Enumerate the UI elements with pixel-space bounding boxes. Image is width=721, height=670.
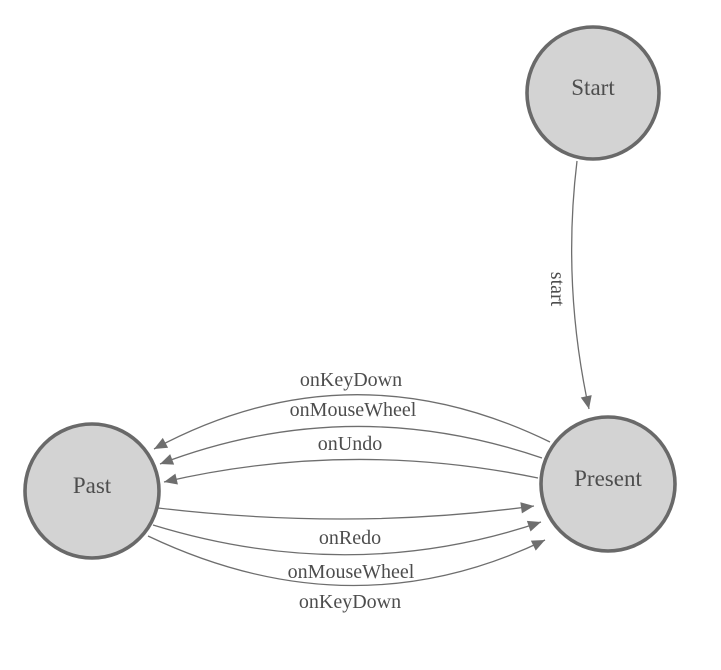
edge-start-to-present — [571, 160, 592, 410]
edge-label-onkeydown-top: onKeyDown — [300, 369, 402, 391]
edge-label-onredo: onRedo — [319, 527, 381, 549]
edge-past-to-present-onredo — [157, 502, 535, 520]
edge-label-group: start onKeyDown onMouseWheel onUndo onRe… — [288, 272, 568, 613]
node-start — [525, 25, 661, 161]
edge-group — [147, 160, 592, 587]
node-group: Start Present Past — [23, 25, 677, 560]
edge-past-to-present-onkeydown — [147, 535, 546, 587]
edge-present-to-past-onmousewheel — [159, 425, 543, 465]
edge-label-onundo: onUndo — [318, 433, 382, 455]
edge-label-onmousewheel-top: onMouseWheel — [290, 399, 417, 421]
edge-past-to-present-onmousewheel — [152, 520, 542, 556]
node-past — [23, 422, 161, 560]
node-label-present: Present — [574, 466, 642, 491]
node-label-start: Start — [571, 75, 615, 100]
edge-label-onmousewheel-bottom: onMouseWheel — [288, 561, 415, 583]
node-label-past: Past — [73, 473, 112, 498]
node-present — [539, 415, 677, 553]
edge-present-to-past-onkeydown — [153, 394, 551, 450]
edge-present-to-past-onundo — [163, 458, 539, 485]
edge-label-start: start — [546, 272, 568, 307]
edge-label-onkeydown-bottom: onKeyDown — [299, 591, 401, 613]
